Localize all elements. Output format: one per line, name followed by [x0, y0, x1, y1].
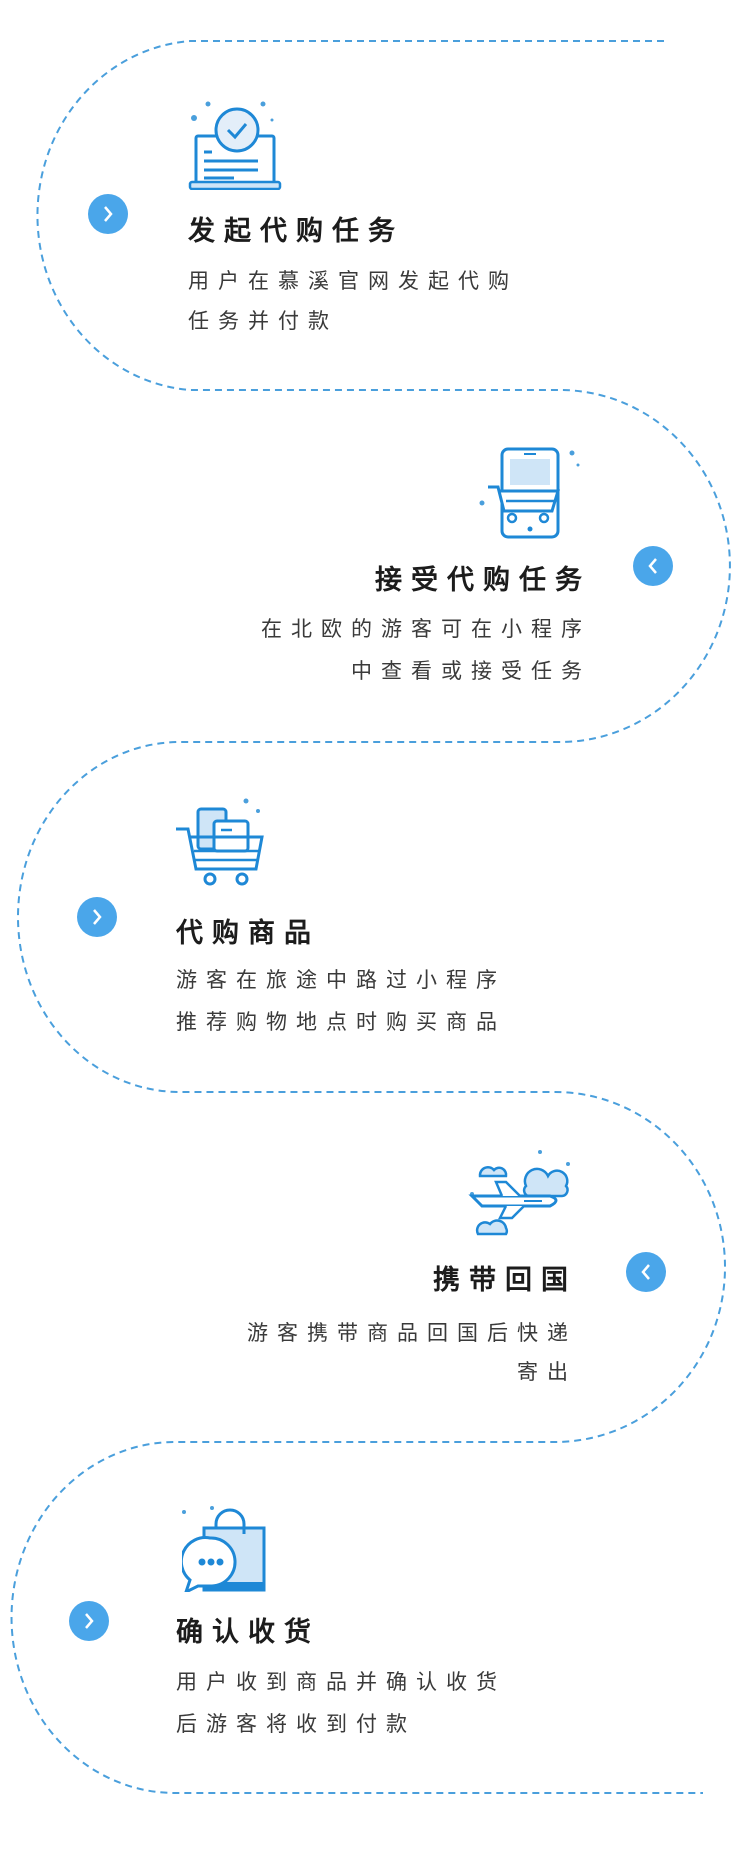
chevron-left-icon — [648, 558, 657, 574]
chevron-right-icon — [93, 909, 102, 925]
laptop-check-icon — [188, 101, 282, 190]
step-desc-line: 用户收到商品并确认收货 — [176, 1670, 506, 1694]
step-title: 发起代购任务 — [188, 216, 404, 247]
step-title: 接受代购任务 — [375, 565, 591, 596]
step-2-prev-button[interactable] — [633, 546, 673, 586]
step-desc-line: 用户在慕溪官网发起代购 — [188, 269, 518, 293]
step-desc-line: 游客携带商品回国后快递 — [247, 1321, 577, 1345]
phone-cart-icon — [479, 447, 580, 539]
step-desc-line: 推荐购物地点时购买商品 — [176, 1010, 506, 1034]
step-2: 接受代购任务 在北欧的游客可在小程序 中查看或接受任务 — [0, 0, 750, 750]
airplane-clouds-icon — [468, 1150, 570, 1236]
step-desc-line: 寄出 — [517, 1360, 577, 1384]
step-desc-line: 任务并付款 — [188, 309, 338, 333]
step-4-prev-button[interactable] — [626, 1252, 666, 1292]
step-desc-line: 游客在旅途中路过小程序 — [176, 968, 506, 992]
step-1: 发起代购任务 用户在慕溪官网发起代购 任务并付款 — [0, 0, 750, 390]
step-desc-line: 中查看或接受任务 — [351, 659, 591, 683]
step-4: 携带回国 游客携带商品回国后快递 寄出 — [247, 1150, 666, 1384]
step-3: 代购商品 游客在旅途中路过小程序 推荐购物地点时购买商品 — [77, 798, 506, 1034]
step-title: 代购商品 — [176, 918, 320, 949]
step-3-next-button[interactable] — [77, 897, 117, 937]
step-1-next-button[interactable] — [88, 194, 128, 234]
step-desc-line: 在北欧的游客可在小程序 — [261, 617, 591, 641]
step-title: 携带回国 — [433, 1265, 577, 1296]
shopping-cart-icon — [176, 798, 264, 886]
step-5-next-button[interactable] — [69, 1601, 109, 1641]
chevron-right-icon — [85, 1613, 94, 1629]
chevron-right-icon — [104, 206, 113, 222]
chevron-left-icon — [641, 1264, 650, 1280]
step-title: 确认收货 — [176, 1617, 320, 1648]
shopping-bag-chat-icon — [182, 1506, 266, 1592]
step-desc-line: 后游客将收到付款 — [176, 1712, 416, 1736]
